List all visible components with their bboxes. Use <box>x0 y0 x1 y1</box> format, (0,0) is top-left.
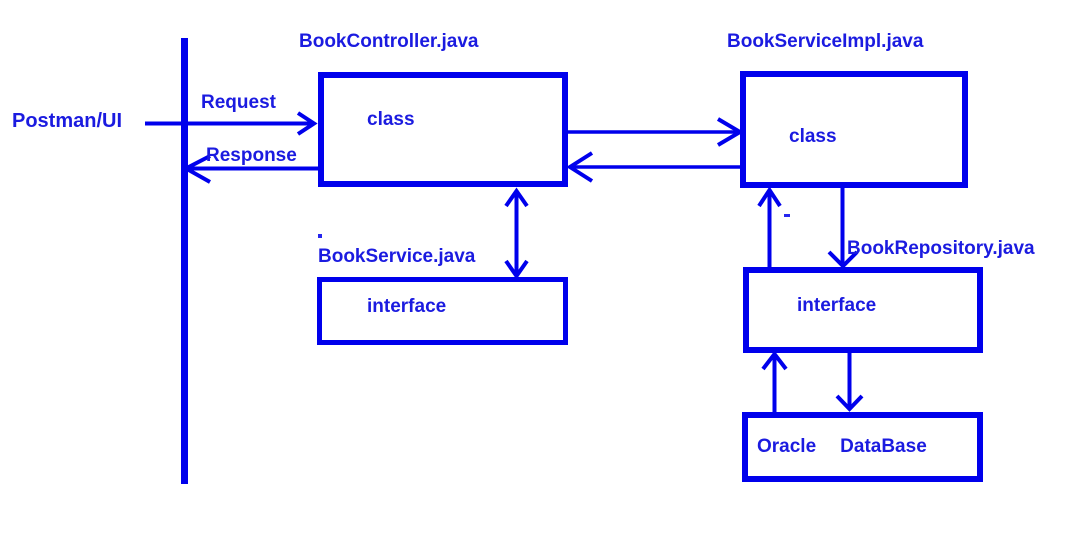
repository-to-service-arrowhead-icon <box>757 186 782 208</box>
request-label: Request <box>201 92 276 113</box>
service-to-controller-arrowhead-icon <box>566 151 594 183</box>
repository-interface-body-label: interface <box>797 295 877 316</box>
controller-serviceinterface-down-arrowhead-icon <box>504 259 529 280</box>
controller-body-label: class <box>367 109 415 130</box>
controller-to-service-arrowhead-icon <box>716 117 744 147</box>
stray-mark <box>784 214 790 217</box>
database-vendor-label: Oracle <box>757 436 817 457</box>
stray-mark <box>318 234 322 238</box>
response-label: Response <box>206 145 297 166</box>
service-to-repository-arrowhead-icon <box>827 250 859 269</box>
controller-title: BookController.java <box>299 31 479 52</box>
controller-box <box>318 72 568 187</box>
database-label: Oracle DataBase <box>757 436 927 458</box>
service-impl-title: BookServiceImpl.java <box>727 31 924 52</box>
service-interface-title: BookService.java <box>318 246 476 267</box>
service-impl-body-label: class <box>789 126 837 147</box>
controller-serviceinterface-up-arrowhead-icon <box>504 187 529 208</box>
service-impl-box <box>740 71 968 188</box>
request-arrowhead-icon <box>296 111 318 136</box>
response-arrowhead-icon <box>181 154 211 184</box>
repository-interface-title: BookRepository.java <box>847 238 1035 259</box>
database-to-repository-arrowhead-icon <box>761 350 788 371</box>
database-box <box>742 412 983 482</box>
repository-to-database-arrowhead-icon <box>835 394 864 412</box>
repository-interface-box <box>743 267 983 353</box>
service-interface-box <box>317 277 568 345</box>
service-interface-body-label: interface <box>367 296 447 317</box>
database-type-label: DataBase <box>840 436 927 457</box>
actor-label: Postman/UI <box>12 110 123 132</box>
